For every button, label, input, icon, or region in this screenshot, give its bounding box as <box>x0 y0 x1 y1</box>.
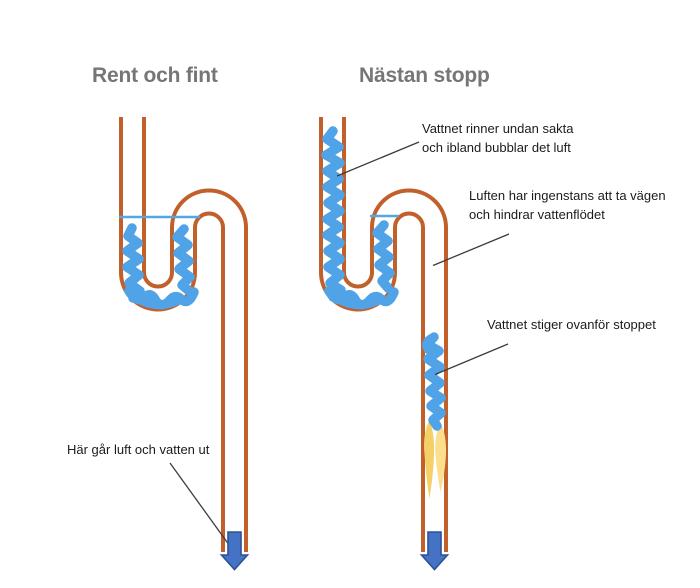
annotation-line: och hindrar vattenflödet <box>469 207 605 222</box>
water-scribble-bottom-fill <box>135 296 182 310</box>
pipe-interior <box>323 117 444 552</box>
annotation-line: Vattnet stiger ovanför stoppet <box>487 317 656 332</box>
clog-strand-right <box>435 423 447 492</box>
clean-trap-diagram <box>118 117 250 571</box>
pipe-outline <box>319 117 448 552</box>
pointer-line-air-trapped <box>432 233 510 267</box>
pointer-line-outlet <box>169 462 233 550</box>
water-scribble-bottom-fill <box>335 296 382 310</box>
pipe-outline <box>119 117 248 552</box>
flow-arrow-down-icon <box>219 531 250 571</box>
flow-arrow-down-icon <box>419 531 450 571</box>
annotation-line: Vattnet rinner undan sakta <box>422 121 574 136</box>
annotation-line: Här går luft och vatten ut <box>67 442 210 457</box>
water-scribble-riser <box>372 220 395 293</box>
water-scribble-inlet-full <box>321 126 346 302</box>
pointer-line-drains-slowly <box>336 141 420 177</box>
pipe-interior <box>123 117 244 552</box>
pointer-line-water-rises <box>434 343 509 376</box>
annotation-air-trapped: Luften har ingenstans att ta vägen och h… <box>469 186 666 224</box>
clog-strand-left <box>424 420 435 499</box>
clogged-trap-diagram <box>319 117 510 571</box>
water-scribble-riser <box>172 224 195 296</box>
water-scribble-inlet <box>122 223 145 303</box>
annotation-water-rises: Vattnet stiger ovanför stoppet <box>487 315 656 334</box>
heading-clean-trap: Rent och fint <box>92 64 218 87</box>
annotation-line: och ibland bubblar det luft <box>422 140 571 155</box>
water-scribble-outlet <box>422 332 446 431</box>
water-scribble-outlet-bulge <box>422 334 435 354</box>
heading-clogged-trap: Nästan stopp <box>359 64 490 87</box>
annotation-line: Luften har ingenstans att ta vägen <box>469 188 666 203</box>
annotation-water-drains-slowly: Vattnet rinner undan sakta och ibland bu… <box>422 119 574 157</box>
annotation-outlet: Här går luft och vatten ut <box>67 440 209 459</box>
